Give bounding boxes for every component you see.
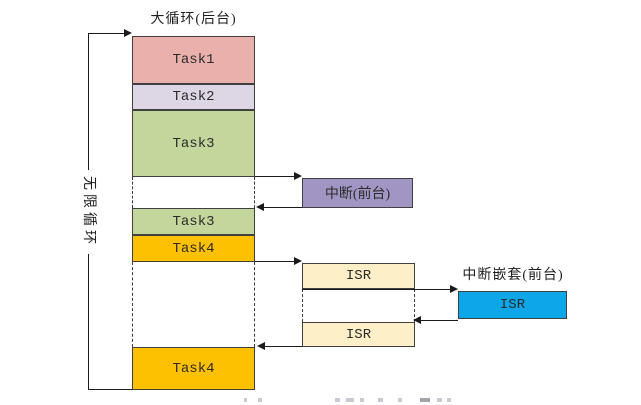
task-box-task3a: Task3 [132, 110, 255, 177]
task-box-task1: Task1 [132, 36, 255, 84]
loop-bracket-top-line [88, 33, 126, 34]
task-box-task4b: Task4 [132, 347, 255, 390]
nested-interrupt-label: 中断嵌套(前台) [462, 268, 564, 283]
interrupt-box: 中断(前台) [302, 178, 413, 208]
arrow-return-interrupt-head-icon [256, 203, 264, 211]
gap1-left-dashed-line [132, 177, 133, 208]
arrow-return-isr-head-icon [257, 342, 265, 350]
loop-entry-arrowhead-icon [124, 29, 132, 37]
arrow-to-interrupt-head-icon [294, 172, 302, 180]
arrow-return-nested-isr-head-icon [413, 316, 421, 324]
task-box-task3b: Task3 [132, 208, 255, 235]
arrow-return-nested-isr-line [417, 320, 458, 321]
arrow-to-isr-head-icon [294, 257, 302, 265]
arrow-to-isr-line [255, 261, 297, 262]
task-box-task4a: Task4 [132, 235, 255, 262]
infinite-loop-label: 无限循环 [79, 170, 97, 254]
main-loop-title: 大循环(后台) [150, 12, 237, 27]
isr-box-2: ISR [302, 322, 415, 347]
arrow-return-interrupt-line [260, 207, 302, 208]
gap1-right-dashed-line [254, 177, 255, 208]
gap2-left-dashed-line [132, 262, 133, 347]
arrow-to-nested-isr-line [302, 289, 452, 290]
gap2-right-dashed-line [254, 262, 255, 347]
arrow-return-isr-line [261, 346, 302, 347]
task-box-task2: Task2 [132, 84, 255, 110]
isr-box-1: ISR [302, 263, 415, 289]
isr-gap-left-dashed-line [302, 289, 303, 322]
loop-bracket-bottom-line [88, 389, 133, 390]
isr-gap-right-dashed-line [414, 289, 415, 322]
arrow-to-interrupt-line [255, 176, 297, 177]
arrow-to-nested-isr-head-icon [450, 285, 458, 293]
nested-isr-box: ISR [458, 291, 567, 319]
